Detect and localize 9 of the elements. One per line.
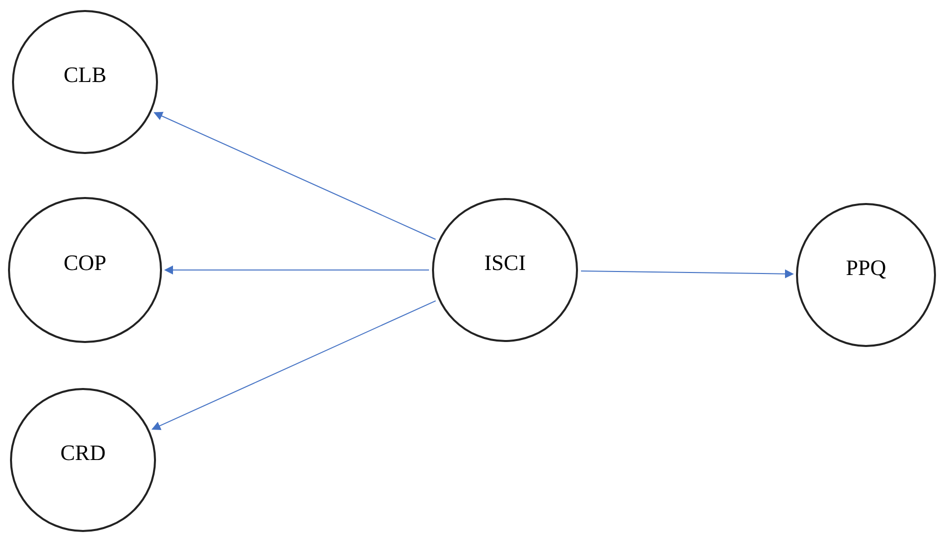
node-label: CLB	[64, 62, 106, 88]
arrow	[151, 300, 436, 430]
node-label: ISCI	[484, 250, 526, 276]
node-label: COP	[64, 250, 106, 276]
node-label: PPQ	[846, 255, 886, 281]
node-label: CRD	[60, 440, 106, 466]
arrow	[164, 266, 430, 274]
arrow	[154, 112, 436, 240]
arrow	[580, 269, 794, 278]
